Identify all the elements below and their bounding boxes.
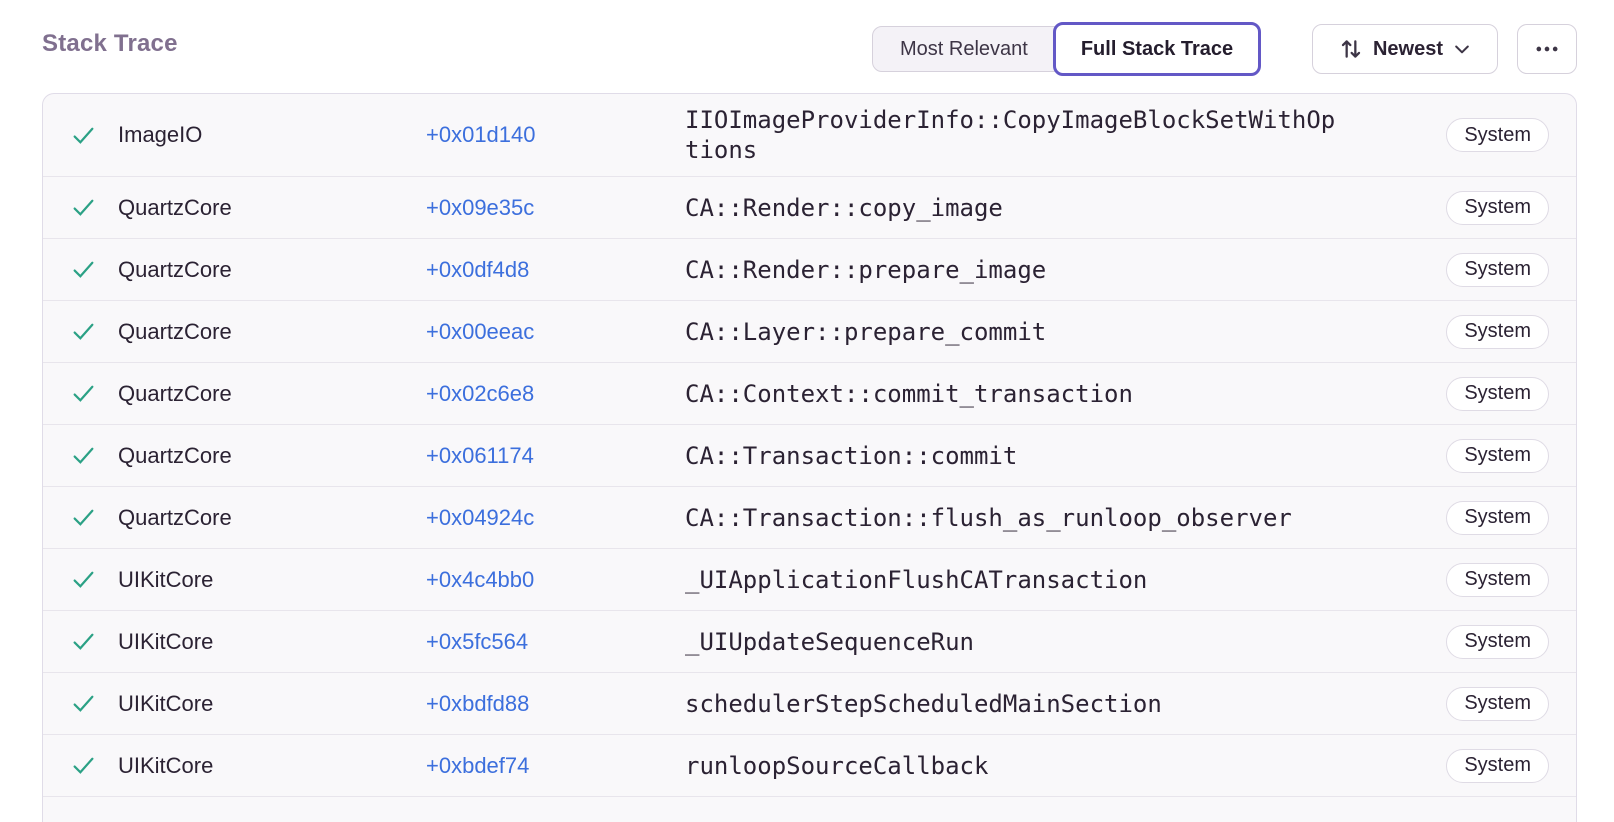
sort-dropdown[interactable]: Newest <box>1312 24 1498 74</box>
sort-arrows-icon <box>1341 40 1361 58</box>
module-name: UIKitCore <box>118 752 214 778</box>
module-name: ImageIO <box>118 122 203 147</box>
system-badge: System <box>1446 500 1549 535</box>
address-link[interactable]: +0x04924c <box>426 504 535 530</box>
check-icon <box>71 195 96 220</box>
stack-frame-row[interactable]: QuartzCore +0x0df4d8 CA::Render::prepare… <box>43 239 1576 301</box>
sort-label: Newest <box>1372 37 1444 60</box>
function-name: runloopSourceCallback <box>685 751 989 780</box>
stack-frame-row[interactable]: UIKitCore +0xbdfd88 schedulerStepSchedul… <box>43 673 1576 735</box>
stack-frame-row[interactable]: ImageIO +0x01d140 IIOImageProviderInfo::… <box>43 94 1576 177</box>
function-name: IIOImageProviderInfo::CopyImageBlockSetW… <box>685 106 1336 164</box>
module-name: QuartzCore <box>118 504 232 530</box>
function-name: CA::Context::commit_transaction <box>685 379 1133 408</box>
check-icon <box>71 123 96 148</box>
module-name: QuartzCore <box>118 318 232 344</box>
system-badge: System <box>1446 438 1549 473</box>
page-title: Stack Trace <box>42 30 178 57</box>
stack-frame-row[interactable]: QuartzCore +0x09e35c CA::Render::copy_im… <box>43 177 1576 239</box>
address-link[interactable]: +0x0df4d8 <box>426 256 530 282</box>
system-badge: System <box>1446 314 1549 349</box>
view-toggle: Most Relevant Full Stack Trace <box>872 22 1262 76</box>
function-name: CA::Render::copy_image <box>685 193 1003 222</box>
module-name: QuartzCore <box>118 442 232 468</box>
address-link[interactable]: +0x5fc564 <box>426 628 529 654</box>
check-icon <box>71 443 96 468</box>
system-badge: System <box>1446 252 1549 287</box>
check-icon <box>71 257 96 282</box>
module-name: UIKitCore <box>118 628 214 654</box>
address-link[interactable]: +0xbdef74 <box>426 752 530 778</box>
address-link[interactable]: +0x09e35c <box>426 194 535 220</box>
check-icon <box>71 381 96 406</box>
function-name: CA::Transaction::commit <box>685 441 1018 470</box>
module-name: QuartzCore <box>118 256 232 282</box>
stack-frame-row[interactable]: QuartzCore +0x061174 CA::Transaction::co… <box>43 425 1576 487</box>
address-link[interactable]: +0x00eeac <box>426 318 535 344</box>
check-icon <box>71 691 96 716</box>
address-link[interactable]: +0xbdfd88 <box>426 690 530 716</box>
full-stack-trace-button[interactable]: Full Stack Trace <box>1052 22 1262 76</box>
system-badge: System <box>1446 686 1549 721</box>
function-name: schedulerStepScheduledMainSection <box>685 689 1162 718</box>
module-name: QuartzCore <box>118 380 232 406</box>
system-badge: System <box>1446 624 1549 659</box>
more-options-button[interactable] <box>1517 24 1577 74</box>
module-name: QuartzCore <box>118 194 232 220</box>
module-name: UIKitCore <box>118 690 214 716</box>
system-badge: System <box>1446 118 1549 152</box>
system-badge: System <box>1446 562 1549 597</box>
chevron-down-icon <box>1455 45 1469 54</box>
address-link[interactable]: +0x061174 <box>426 442 534 468</box>
function-name: CA::Layer::prepare_commit <box>685 317 1047 346</box>
function-name: CA::Transaction::flush_as_runloop_observ… <box>685 503 1292 532</box>
system-badge: System <box>1446 190 1549 225</box>
stack-trace-table: ImageIO +0x01d140 IIOImageProviderInfo::… <box>42 93 1577 822</box>
stack-frame-row[interactable]: UIKitCore +0x5fc564 _UIUpdateSequenceRun… <box>43 611 1576 673</box>
check-icon <box>71 753 96 778</box>
stack-frame-row[interactable]: QuartzCore +0x00eeac CA::Layer::prepare_… <box>43 301 1576 363</box>
stack-frame-row[interactable]: UIKitCore +0x4c4bb0 _UIApplicationFlushC… <box>43 549 1576 611</box>
check-icon <box>71 629 96 654</box>
system-badge: System <box>1446 376 1549 411</box>
ellipsis-icon <box>1536 46 1558 52</box>
most-relevant-button[interactable]: Most Relevant <box>873 27 1055 71</box>
module-name: UIKitCore <box>118 566 214 592</box>
check-icon <box>71 505 96 530</box>
stack-frame-row[interactable]: UIKitCore +0xbdef74 runloopSourceCallbac… <box>43 735 1576 797</box>
stack-frame-row[interactable]: QuartzCore +0x02c6e8 CA::Context::commit… <box>43 363 1576 425</box>
system-badge: System <box>1446 748 1549 783</box>
address-link[interactable]: +0x01d140 <box>426 122 536 147</box>
address-link[interactable]: +0x4c4bb0 <box>426 566 535 592</box>
check-icon <box>71 567 96 592</box>
function-name: CA::Render::prepare_image <box>685 255 1047 284</box>
address-link[interactable]: +0x02c6e8 <box>426 380 535 406</box>
stack-frame-row[interactable]: QuartzCore +0x04924c CA::Transaction::fl… <box>43 487 1576 549</box>
function-name: _UIUpdateSequenceRun <box>685 627 974 656</box>
check-icon <box>71 319 96 344</box>
function-name: _UIApplicationFlushCATransaction <box>685 565 1148 594</box>
